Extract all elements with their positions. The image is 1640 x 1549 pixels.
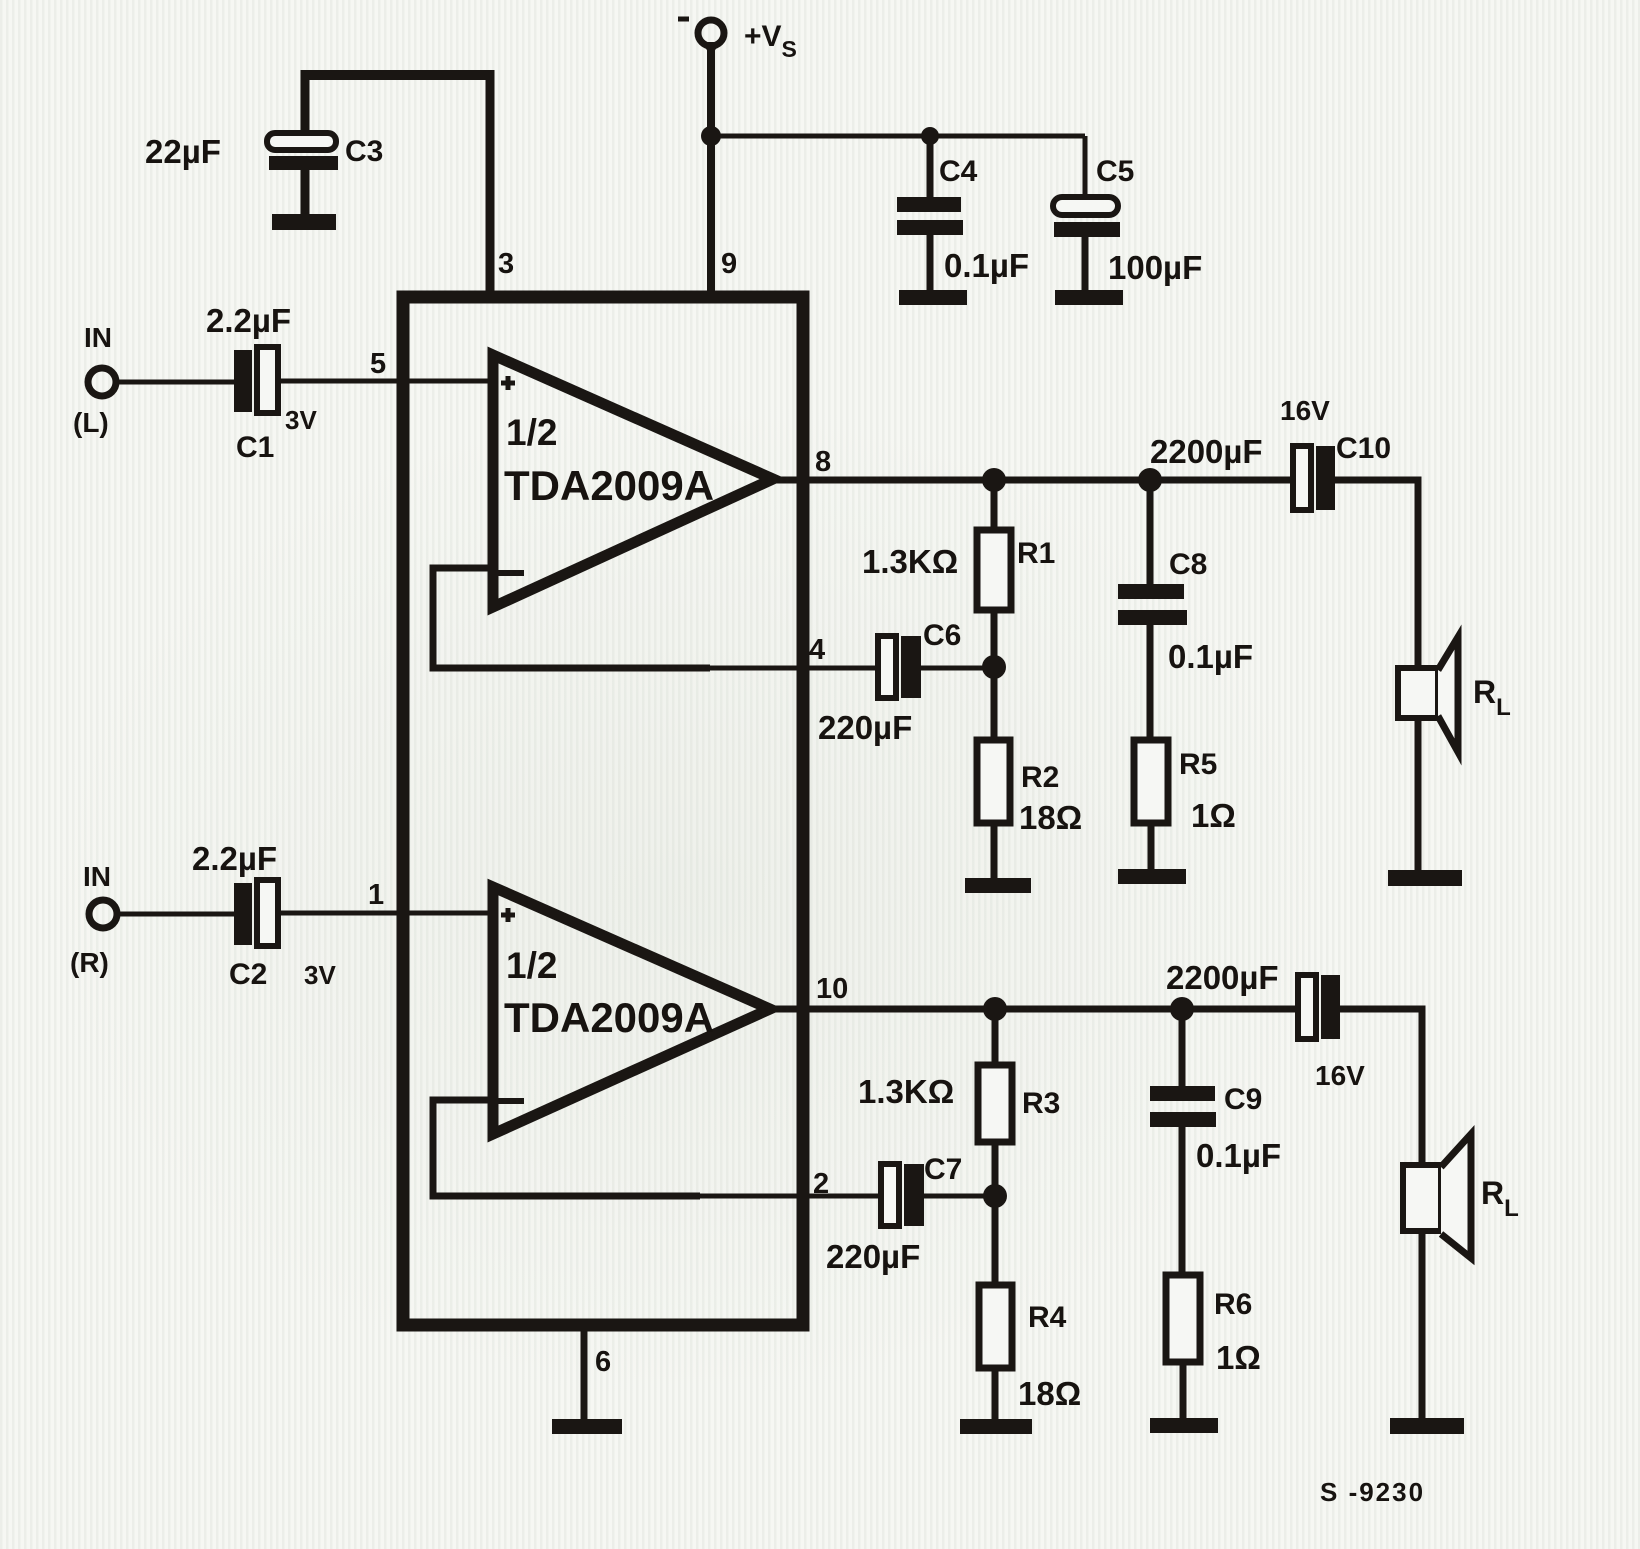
svg-text:RL: RL [1481,1175,1519,1222]
svg-text:+VS: +VS [744,20,797,62]
svg-text:10: 10 [816,973,848,1005]
svg-text:R4: R4 [1028,1301,1067,1334]
svg-text:2200µF: 2200µF [1150,433,1263,470]
svg-text:RL: RL [1473,674,1511,721]
svg-text:1/2: 1/2 [506,945,557,986]
svg-text:C1: C1 [236,431,274,464]
svg-text:1/2: 1/2 [506,412,557,453]
svg-text:0.1µF: 0.1µF [944,247,1029,284]
svg-text:C2: C2 [229,958,267,991]
svg-text:16V: 16V [1280,395,1330,426]
svg-text:6: 6 [595,1346,611,1378]
svg-text:220µF: 220µF [826,1238,920,1275]
svg-text:R2: R2 [1021,761,1059,794]
svg-text:R6: R6 [1214,1288,1252,1321]
svg-text:IN: IN [84,322,112,353]
svg-text:9: 9 [721,248,737,280]
svg-text:IN: IN [83,861,111,892]
svg-text:0.1µF: 0.1µF [1168,638,1253,675]
svg-text:C5: C5 [1096,155,1134,188]
svg-text:R5: R5 [1179,748,1217,781]
svg-text:8: 8 [815,446,831,478]
svg-text:C7: C7 [924,1153,962,1186]
svg-text:5: 5 [370,348,386,380]
svg-text:R3: R3 [1022,1087,1060,1120]
svg-text:1.3KΩ: 1.3KΩ [858,1073,954,1110]
svg-text:16V: 16V [1315,1060,1365,1091]
svg-text:C10: C10 [1336,432,1391,465]
svg-text:(R): (R) [70,947,109,978]
svg-text:3: 3 [498,248,514,280]
svg-text:18Ω: 18Ω [1019,799,1082,836]
svg-text:22µF: 22µF [145,133,221,170]
svg-text:0.1µF: 0.1µF [1196,1137,1281,1174]
svg-text:TDA2009A: TDA2009A [504,462,714,509]
svg-text:1Ω: 1Ω [1191,797,1236,834]
svg-text:1Ω: 1Ω [1216,1339,1261,1376]
svg-text:(L): (L) [73,407,109,438]
svg-text:C3: C3 [345,135,383,168]
svg-text:4: 4 [809,634,825,666]
svg-text:2: 2 [813,1168,829,1200]
svg-text:C9: C9 [1224,1083,1262,1116]
svg-text:TDA2009A: TDA2009A [504,994,714,1041]
svg-text:R1: R1 [1017,537,1055,570]
svg-text:S -9230: S -9230 [1320,1477,1425,1507]
svg-text:C6: C6 [923,619,961,652]
svg-text:3V: 3V [304,960,336,990]
svg-text:C4: C4 [939,155,978,188]
svg-text:1.3KΩ: 1.3KΩ [862,543,958,580]
svg-text:2.2µF: 2.2µF [206,302,291,339]
svg-text:100µF: 100µF [1108,249,1202,286]
svg-text:C8: C8 [1169,548,1207,581]
svg-text:2.2µF: 2.2µF [192,840,277,877]
svg-text:220µF: 220µF [818,709,912,746]
svg-text:3V: 3V [285,405,317,435]
svg-text:18Ω: 18Ω [1018,1375,1081,1412]
svg-text:2200µF: 2200µF [1166,959,1279,996]
svg-text:1: 1 [368,879,384,911]
